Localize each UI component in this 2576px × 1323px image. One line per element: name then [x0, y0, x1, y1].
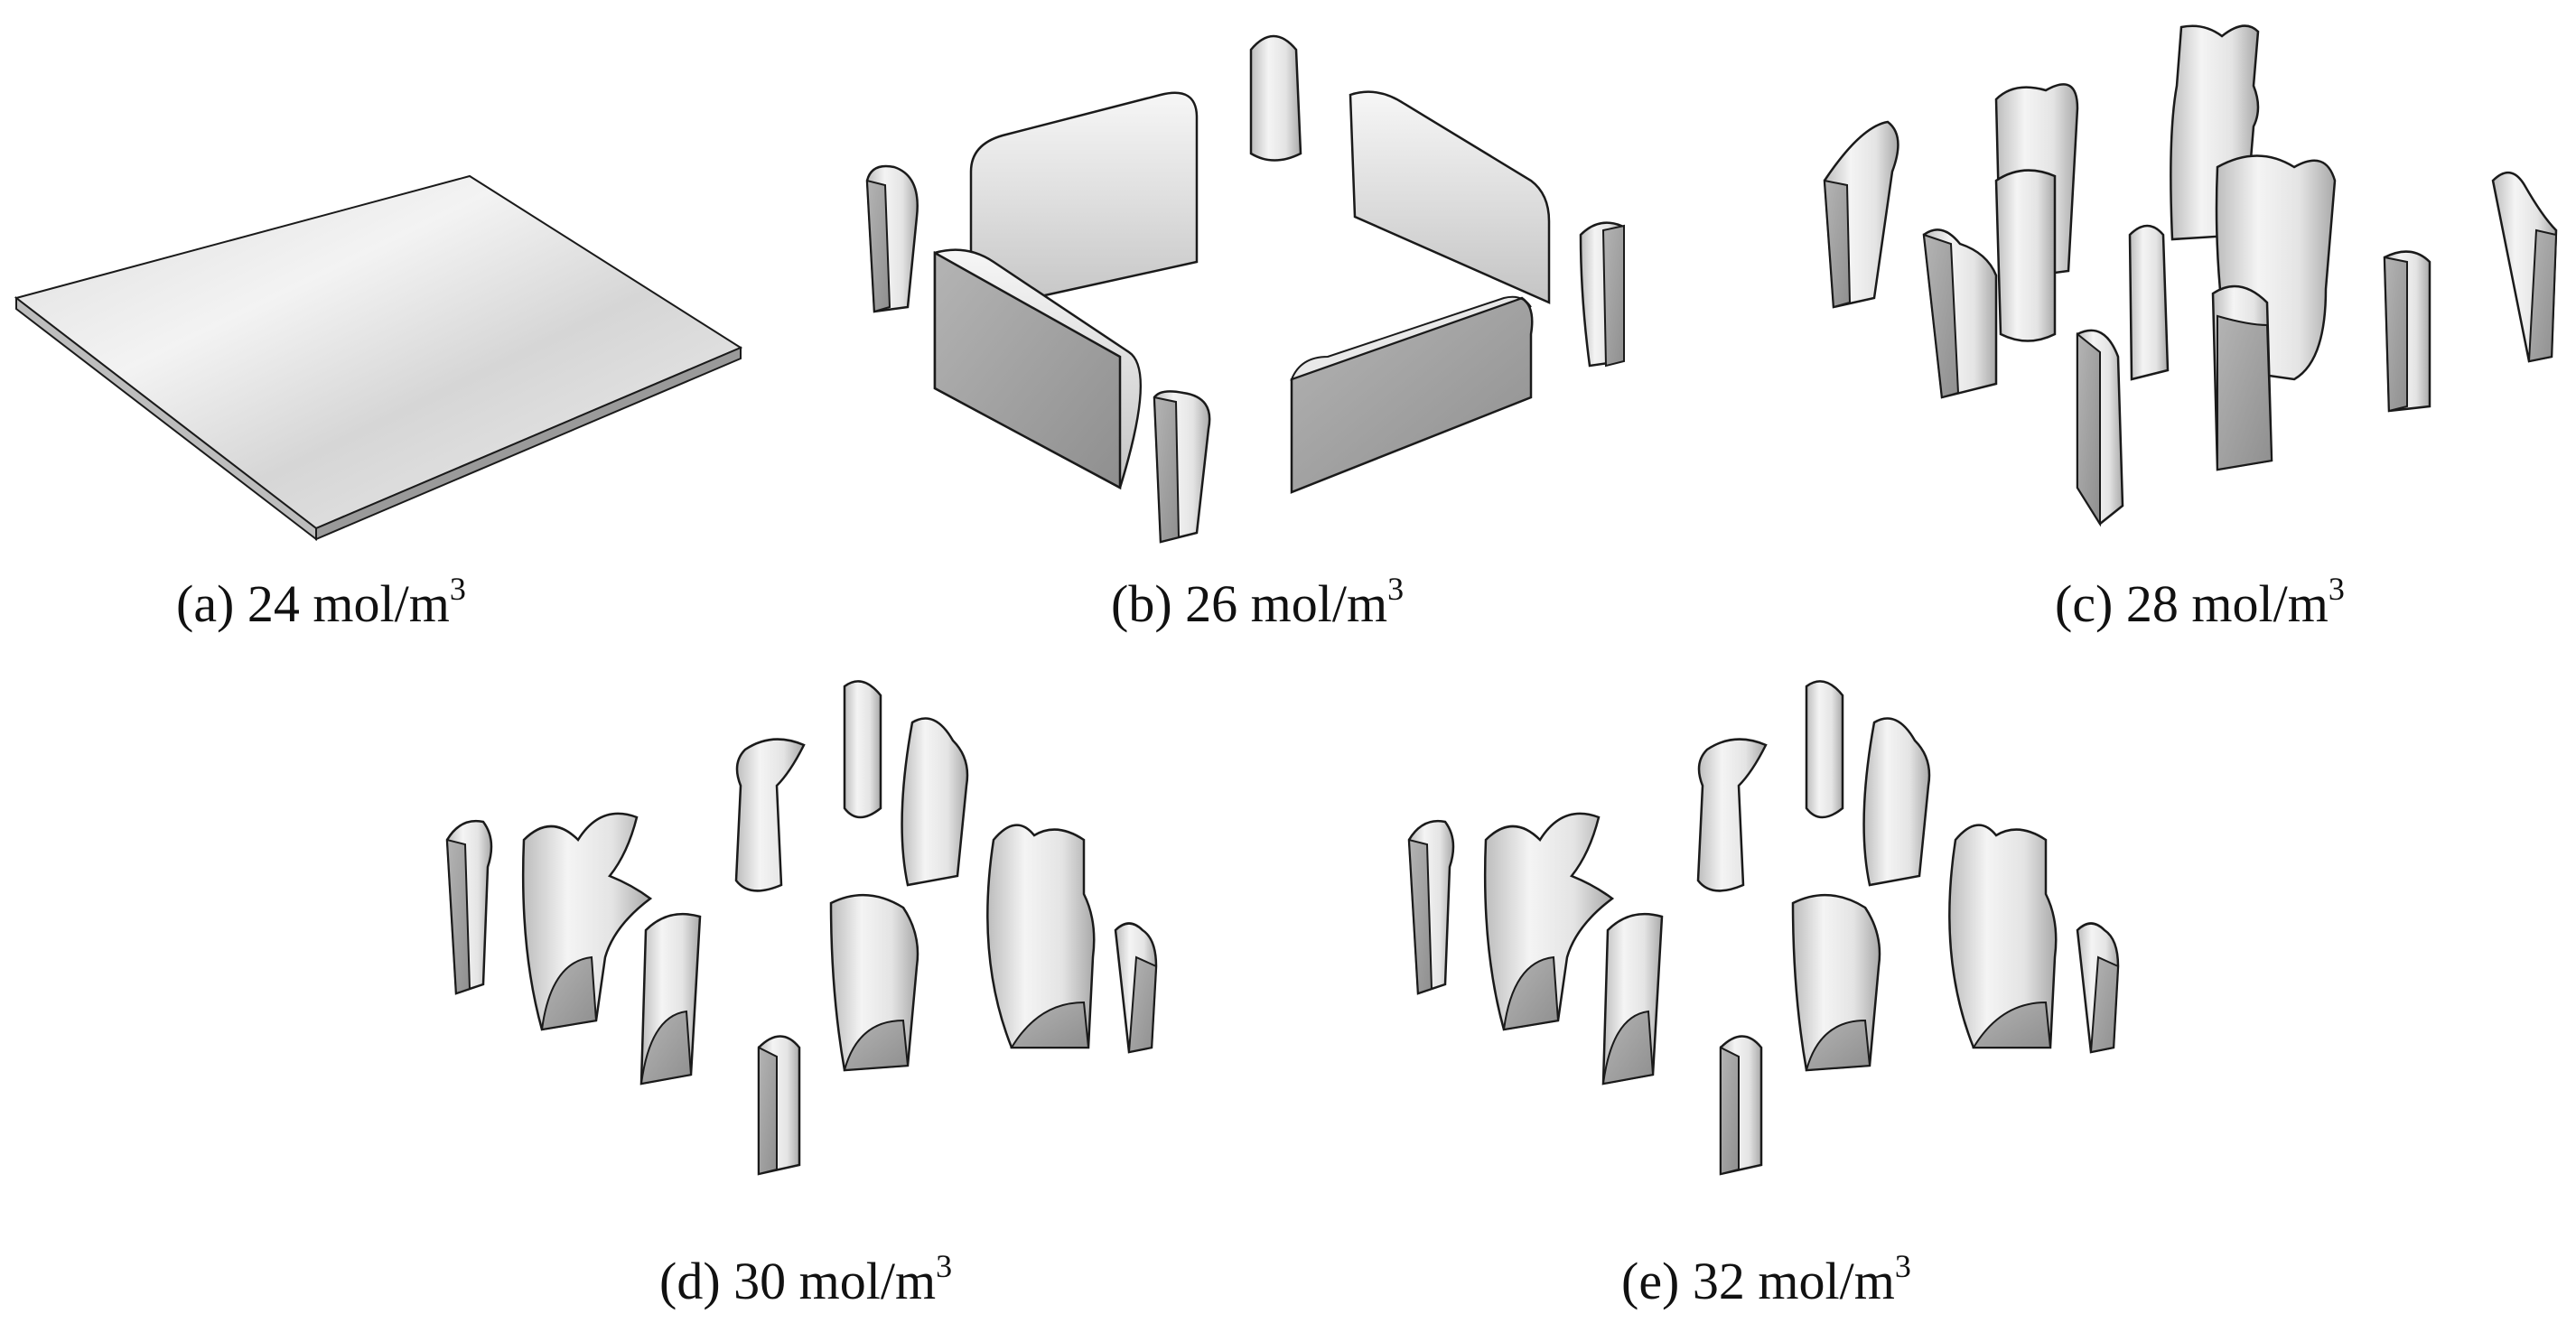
pillar-back: [1249, 34, 1302, 162]
caption-e-text: (e) 32 mol/m: [1621, 1252, 1895, 1310]
column-d7: [986, 824, 1096, 1049]
column-e8: [1791, 893, 1881, 1072]
caption-e: (e) 32 mol/m3: [1621, 1250, 1911, 1310]
branched-columns-illustration-d: [445, 680, 1158, 1176]
caption-b-sup: 3: [1387, 571, 1405, 607]
column-c11: [2491, 172, 2558, 363]
column-e5: [1483, 812, 1615, 1031]
wall-back-right: [1349, 90, 1551, 304]
caption-d-sup: 3: [936, 1248, 953, 1284]
column-e9: [1719, 1035, 1763, 1176]
column-e2: [1805, 680, 1844, 819]
column-d8: [829, 893, 919, 1072]
caption-c: (c) 28 mol/m3: [2055, 573, 2345, 630]
column-d2: [843, 680, 882, 819]
pillar-left: [865, 164, 919, 313]
column-c8: [2076, 329, 2124, 527]
caption-a-sup: 3: [449, 571, 466, 607]
column-e7: [1948, 824, 2058, 1049]
branched-columns-illustration-e: [1407, 680, 2120, 1176]
walls-illustration: [865, 34, 1625, 544]
plate-top-face: [14, 174, 743, 530]
caption-a: (a) 24 mol/m3: [176, 573, 466, 630]
flat-plate-illustration: [14, 174, 743, 542]
column-e10: [2076, 922, 2120, 1054]
panel-c: (c) 28 mol/m3: [1806, 0, 2576, 650]
column-d4: [901, 717, 969, 887]
column-d10: [1114, 922, 1158, 1054]
caption-c-sup: 3: [2328, 571, 2345, 607]
column-d6: [639, 912, 702, 1085]
caption-a-text: (a) 24 mol/m: [176, 574, 450, 633]
columns-illustration: [1823, 24, 2558, 527]
column-d9: [757, 1035, 801, 1176]
wall-back-left: [969, 91, 1199, 313]
caption-d: (d) 30 mol/m3: [659, 1250, 952, 1310]
pillar-right: [1579, 221, 1625, 368]
column-e4: [1862, 717, 1931, 887]
caption-c-text: (c) 28 mol/m: [2055, 574, 2329, 633]
column-e1: [1407, 819, 1455, 995]
column-c9: [2211, 284, 2273, 471]
column-c1: [1823, 120, 1899, 309]
panel-d: (d) 30 mol/m3: [434, 659, 1292, 1323]
panel-b: (b) 26 mol/m3: [849, 0, 1662, 650]
caption-e-sup: 3: [1894, 1248, 1911, 1284]
column-c10: [2383, 250, 2431, 413]
caption-d-text: (d) 30 mol/m: [659, 1252, 937, 1310]
column-d1: [445, 819, 493, 995]
column-c6: [2128, 224, 2170, 381]
column-e6: [1601, 912, 1664, 1085]
caption-b-text: (b) 26 mol/m: [1111, 574, 1388, 633]
column-c5: [1922, 228, 1998, 399]
panel-e: (e) 32 mol/m3: [1395, 659, 2254, 1323]
column-c4: [1994, 169, 2057, 342]
column-e3: [1696, 738, 1768, 892]
panel-a: (a) 24 mol/m3: [0, 0, 858, 650]
caption-b: (b) 26 mol/m3: [1111, 573, 1404, 630]
column-d5: [521, 812, 653, 1031]
wall-front-left: [933, 248, 1143, 490]
plate-right-edge: [315, 346, 742, 541]
column-d3: [734, 738, 806, 892]
pillar-front: [1153, 390, 1211, 544]
wall-front-right: [1290, 295, 1534, 494]
